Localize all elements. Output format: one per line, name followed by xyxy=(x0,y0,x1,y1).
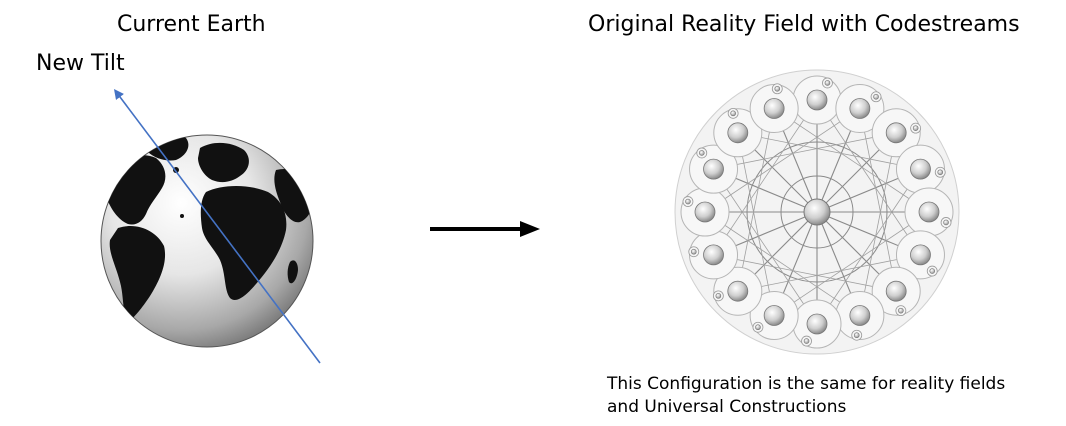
field-node xyxy=(807,90,827,110)
field-center-node xyxy=(804,199,830,225)
field-node xyxy=(910,245,930,265)
field-node xyxy=(850,305,870,325)
field-satellite xyxy=(874,94,879,99)
field-node xyxy=(919,202,939,222)
field-satellite xyxy=(825,80,830,85)
field-node xyxy=(764,305,784,325)
field-node xyxy=(704,245,724,265)
reality-field-diagram xyxy=(675,70,959,354)
field-satellite xyxy=(944,220,949,225)
field-satellite xyxy=(913,126,918,131)
field-satellite xyxy=(755,325,760,330)
field-satellite xyxy=(938,170,943,175)
field-node xyxy=(910,159,930,179)
field-satellite xyxy=(691,249,696,254)
field-satellite xyxy=(731,111,736,116)
field-satellite xyxy=(930,269,935,274)
field-satellite xyxy=(804,339,809,344)
earth-globe xyxy=(101,134,314,347)
field-satellite xyxy=(775,86,780,91)
field-node xyxy=(886,123,906,143)
field-node xyxy=(704,159,724,179)
field-satellite xyxy=(685,199,690,204)
field-satellite xyxy=(716,293,721,298)
field-node xyxy=(886,281,906,301)
field-caption: This Configuration is the same for reali… xyxy=(607,373,1005,419)
caption-line-1: This Configuration is the same for reali… xyxy=(607,373,1005,396)
field-node xyxy=(695,202,715,222)
field-node xyxy=(807,314,827,334)
field-node xyxy=(728,123,748,143)
transition-arrow xyxy=(430,221,540,237)
field-node xyxy=(764,99,784,119)
field-satellite xyxy=(699,150,704,155)
caption-line-2: and Universal Constructions xyxy=(607,396,1005,419)
field-node xyxy=(728,281,748,301)
field-node xyxy=(850,99,870,119)
field-satellite xyxy=(898,308,903,313)
field-satellite xyxy=(854,333,859,338)
